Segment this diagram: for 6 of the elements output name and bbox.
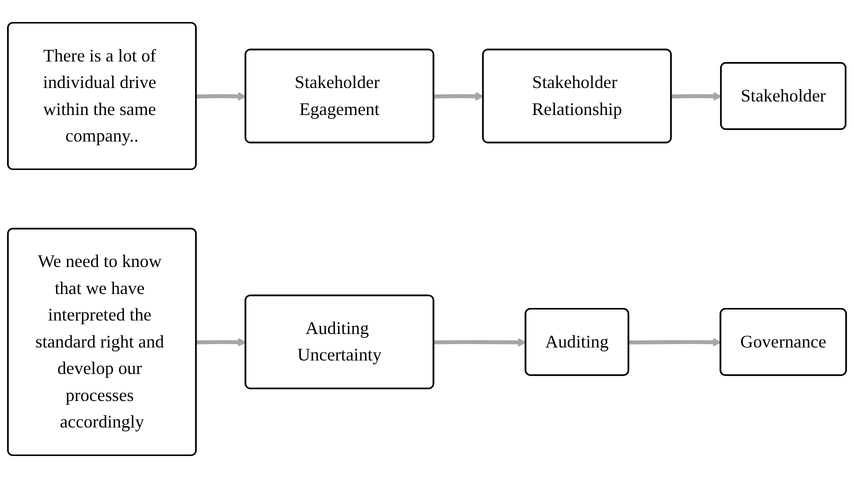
arrow bbox=[196, 92, 246, 101]
arrow bbox=[671, 92, 722, 101]
arrow bbox=[196, 338, 246, 347]
arrow bbox=[434, 92, 484, 101]
arrow bbox=[434, 338, 526, 347]
arrow bbox=[628, 338, 722, 347]
